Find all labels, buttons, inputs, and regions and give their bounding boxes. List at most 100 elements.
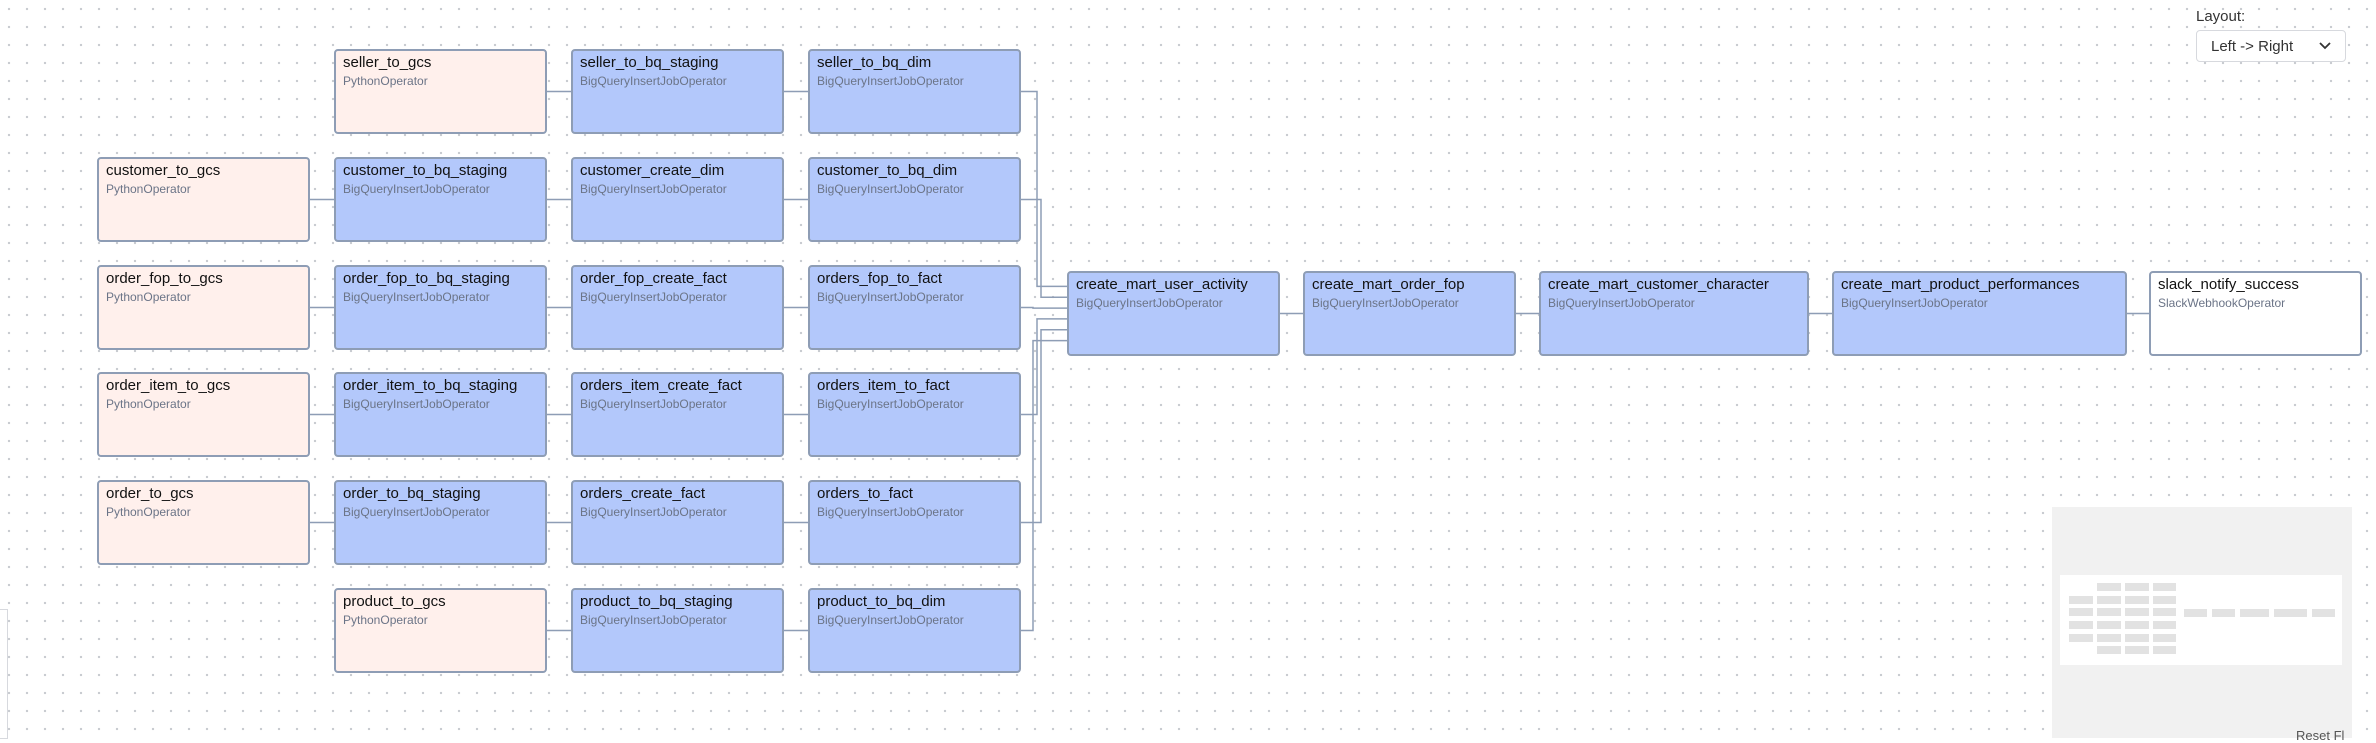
minimap-node <box>2125 633 2149 642</box>
task-operator: BigQueryInsertJobOperator <box>580 182 727 196</box>
task-id: seller_to_bq_dim <box>817 54 932 71</box>
edge-seller-to-bq-dim-to-create-mart-user-activity <box>1021 90 1067 288</box>
task-operator: BigQueryInsertJobOperator <box>817 74 964 88</box>
minimap-node <box>2097 646 2121 655</box>
task-id: create_mart_order_fop <box>1312 276 1465 293</box>
task-id: order_fop_create_fact <box>580 270 727 287</box>
task-id: seller_to_gcs <box>343 54 432 71</box>
task-operator: PythonOperator <box>106 397 191 411</box>
task-id: order_to_bq_staging <box>343 485 481 502</box>
task-operator: PythonOperator <box>343 74 428 88</box>
task-operator: SlackWebhookOperator <box>2158 296 2286 310</box>
minimap-node <box>2125 646 2149 655</box>
task-operator: BigQueryInsertJobOperator <box>1076 296 1223 310</box>
minimap-node <box>2097 582 2121 591</box>
task-id: order_to_gcs <box>106 485 194 502</box>
task-operator: PythonOperator <box>106 290 191 304</box>
task-operator: BigQueryInsertJobOperator <box>580 74 727 88</box>
minimap-node <box>2311 608 2335 617</box>
minimap-node <box>2069 620 2093 629</box>
minimap-node <box>2153 608 2177 617</box>
minimap-node <box>2097 595 2121 604</box>
minimap-node <box>2153 646 2177 655</box>
task-id: seller_to_bq_staging <box>580 54 719 71</box>
chevron-down-icon <box>2319 42 2331 50</box>
task-id: customer_to_gcs <box>106 162 221 179</box>
minimap-node <box>2069 633 2093 642</box>
task-operator: BigQueryInsertJobOperator <box>580 397 727 411</box>
task-id: product_to_gcs <box>343 593 446 610</box>
task-operator: BigQueryInsertJobOperator <box>580 290 727 304</box>
reset-flow-label[interactable]: Reset Fl <box>2296 728 2345 743</box>
minimap-node <box>2097 608 2121 617</box>
left-panel-edge <box>0 609 8 739</box>
edge-orders-item-to-fact-to-create-mart-user-activity <box>1021 318 1067 416</box>
task-operator: BigQueryInsertJobOperator <box>343 182 490 196</box>
task-operator: PythonOperator <box>106 505 191 519</box>
edge-customer-to-bq-dim-to-create-mart-user-activity <box>1021 198 1067 298</box>
task-id: order_item_to_bq_staging <box>343 377 518 394</box>
task-id: product_to_bq_staging <box>580 593 733 610</box>
task-operator: BigQueryInsertJobOperator <box>817 505 964 519</box>
task-id: orders_to_fact <box>817 485 913 502</box>
task-operator: BigQueryInsertJobOperator <box>817 397 964 411</box>
task-id: customer_to_bq_staging <box>343 162 508 179</box>
minimap-node <box>2125 608 2149 617</box>
minimap-viewport[interactable] <box>2060 575 2342 665</box>
task-id: slack_notify_success <box>2158 276 2299 293</box>
task-operator: BigQueryInsertJobOperator <box>1312 296 1459 310</box>
minimap-node <box>2274 608 2307 617</box>
minimap-node <box>2125 595 2149 604</box>
minimap[interactable] <box>2052 507 2352 738</box>
minimap-node <box>2069 595 2093 604</box>
edge-orders-fop-to-fact-to-create-mart-user-activity <box>1021 306 1067 309</box>
task-operator: BigQueryInsertJobOperator <box>1841 296 1988 310</box>
task-operator: PythonOperator <box>106 182 191 196</box>
task-id: order_fop_to_bq_staging <box>343 270 510 287</box>
minimap-node <box>2125 582 2149 591</box>
minimap-node <box>2153 633 2177 642</box>
task-operator: BigQueryInsertJobOperator <box>817 613 964 627</box>
task-id: create_mart_product_performances <box>1841 276 2080 293</box>
task-id: order_fop_to_gcs <box>106 270 223 287</box>
task-operator: BigQueryInsertJobOperator <box>580 613 727 627</box>
minimap-node <box>2153 595 2177 604</box>
task-id: orders_create_fact <box>580 485 706 502</box>
task-operator: BigQueryInsertJobOperator <box>817 182 964 196</box>
layout-select[interactable]: Left -> Right <box>2196 30 2346 62</box>
task-operator: BigQueryInsertJobOperator <box>343 290 490 304</box>
task-id: customer_create_dim <box>580 162 725 179</box>
task-id: orders_item_create_fact <box>580 377 742 394</box>
task-id: orders_item_to_fact <box>817 377 950 394</box>
task-id: create_mart_user_activity <box>1076 276 1248 293</box>
layout-select-value: Left -> Right <box>2211 37 2294 55</box>
